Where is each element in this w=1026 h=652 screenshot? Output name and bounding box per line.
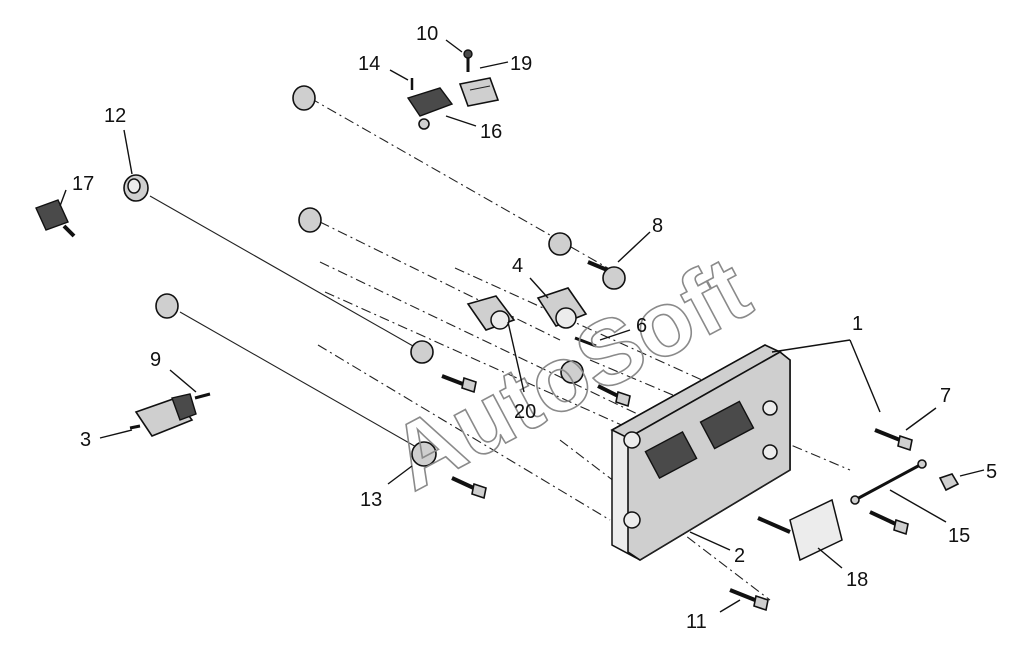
callout-12: 12 [104,105,126,127]
callout-15: 15 [948,525,970,547]
callout-16: 16 [480,121,502,143]
callout-17: 17 [72,173,94,195]
callout-5: 5 [986,461,997,483]
spacers [123,85,626,467]
callout-18: 18 [846,569,868,591]
callout-7: 7 [940,385,951,407]
sensor-17 [35,199,76,238]
sensor-3 [129,393,197,437]
callout-4: 4 [512,255,523,277]
label-plate [789,498,843,562]
leader-lines [59,39,985,613]
callout-9: 9 [150,349,161,371]
callout-13: 13 [360,489,382,511]
callout-2: 2 [734,545,745,567]
ground-strap [850,459,927,505]
callout-labels: 1 2 3 4 5 6 7 8 9 10 11 12 13 14 15 16 1… [72,23,997,633]
callout-6: 6 [636,315,647,337]
bracket-16 [406,87,454,130]
sensor-4 [536,287,588,329]
callout-10: 10 [416,23,438,45]
sensor-20 [466,295,516,331]
callout-3: 3 [80,429,91,451]
callout-11: 11 [686,611,707,633]
guide-lines [149,195,421,449]
callout-8: 8 [652,215,663,237]
callout-1: 1 [852,313,863,335]
ecm-module [610,344,791,561]
callout-14: 14 [358,53,380,75]
bracket-19 [458,77,500,107]
callout-19: 19 [510,53,532,75]
bolts [194,49,960,612]
callout-20: 20 [514,401,536,423]
